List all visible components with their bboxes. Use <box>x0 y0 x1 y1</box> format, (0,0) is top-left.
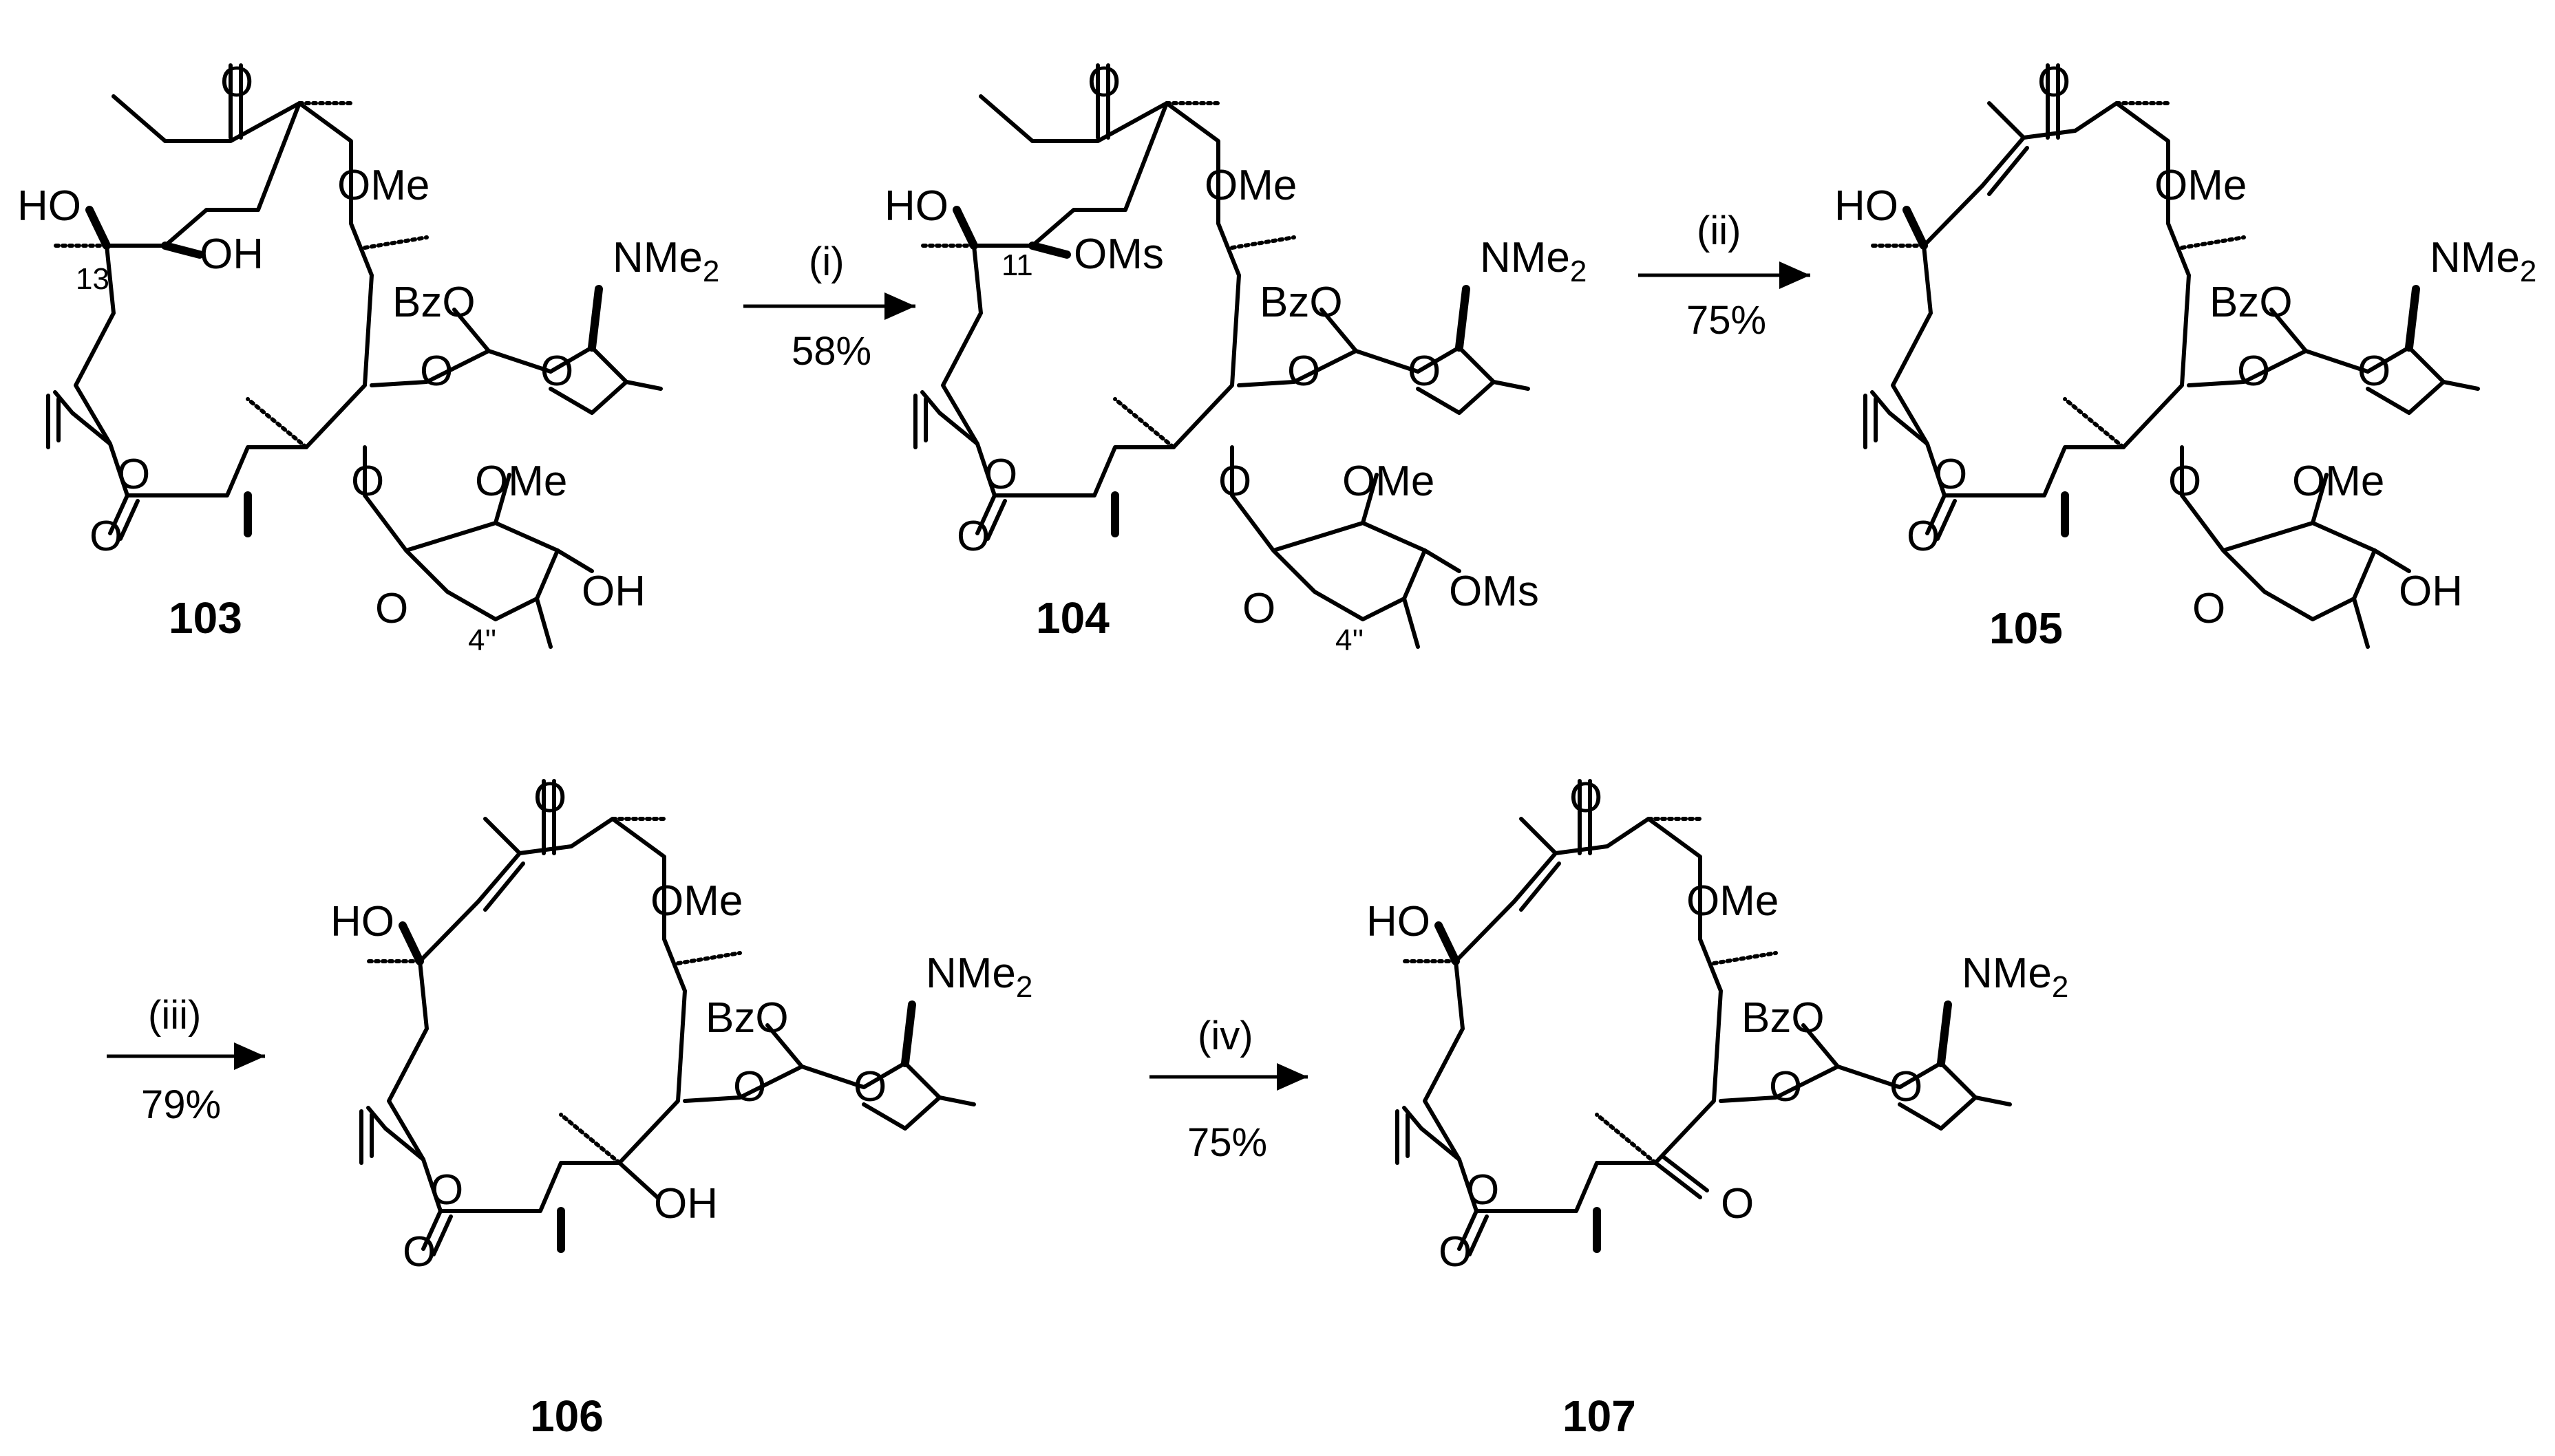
ring-o2-104: O <box>1242 585 1275 632</box>
yield-label-4: 75% <box>1187 1120 1267 1165</box>
arrow-step-3: (iii) 79% <box>107 993 265 1127</box>
carbonyl-o-105: O <box>1907 513 1940 560</box>
oh-label-105: OH <box>2399 568 2463 615</box>
labels-104: O HO OMs 11 OMe NMe2 BzO O O O O O OMe O… <box>884 58 1587 657</box>
ho-label-106: HO <box>330 898 394 945</box>
ring-o-104: O <box>1408 347 1441 395</box>
glycoside-o-106: O <box>733 1063 766 1111</box>
bzo-label-105: BzO <box>2209 279 2293 326</box>
c4pp-label-103: 4'' <box>468 623 496 657</box>
carbonyl-o-106: O <box>403 1228 436 1276</box>
yield-label-1: 58% <box>792 329 871 374</box>
carbonyl-o-107: O <box>1439 1228 1472 1276</box>
ether-o-104: O <box>1218 458 1251 505</box>
labels-107: O HO OMe NMe2 BzO O O O O O 107 <box>1366 774 2068 1441</box>
compound-label-105: 105 <box>1989 603 2063 653</box>
molecule-107 <box>1395 779 2012 1256</box>
lactone-o-104: O <box>984 451 1017 498</box>
yield-label-2: 75% <box>1686 298 1766 343</box>
ketone2-o-107: O <box>1721 1180 1754 1228</box>
arrow-step-4: (iv) 75% <box>1149 1014 1308 1165</box>
ketone-o-106: O <box>533 774 566 822</box>
ether-o-103: O <box>351 458 384 505</box>
c4pp-label-104: 4'' <box>1335 623 1364 657</box>
nme2-label-107: NMe2 <box>1962 950 2068 1004</box>
glycoside-o-104: O <box>1287 347 1320 395</box>
arrow-step-1: (i) 58% <box>743 239 915 374</box>
ho-label-103: HO <box>17 182 81 230</box>
oh-label-106: OH <box>654 1180 718 1228</box>
c11-label-104: 11 <box>1001 248 1033 282</box>
nme2-label-103: NMe2 <box>613 234 719 288</box>
bzo-label-104: BzO <box>1260 279 1343 326</box>
yield-label-3: 79% <box>141 1082 221 1127</box>
ome-label-105: OMe <box>2154 162 2247 209</box>
arrow-step-2: (ii) 75% <box>1638 208 1810 343</box>
reagent-label-1: (i) <box>809 239 845 284</box>
molecule-105 <box>1863 63 2480 649</box>
bzo-label-107: BzO <box>1741 994 1825 1042</box>
reagent-label-2: (ii) <box>1697 208 1741 253</box>
ring-o-107: O <box>1889 1063 1922 1111</box>
c13-label-103: 13 <box>76 262 109 296</box>
ketone-o-104: O <box>1088 58 1121 106</box>
nme2-label-105: NMe2 <box>2430 234 2536 288</box>
glycoside-o-103: O <box>420 347 453 395</box>
labels-105: O HO OMe NMe2 BzO O O O O O OMe OH O 105 <box>1834 58 2536 653</box>
oms-label-104: OMs <box>1074 231 1164 278</box>
ome-label-106: OMe <box>650 877 743 925</box>
nme2-label-104: NMe2 <box>1480 234 1587 288</box>
ring-o-106: O <box>854 1063 887 1111</box>
ether-o-105: O <box>2168 458 2201 505</box>
ring-o-103: O <box>540 347 573 395</box>
lactone-o-103: O <box>117 451 150 498</box>
reagent-label-3: (iii) <box>148 993 201 1038</box>
ring-o2-105: O <box>2192 585 2225 632</box>
nme2-label-106: NMe2 <box>926 950 1032 1004</box>
compound-label-103: 103 <box>169 593 242 643</box>
ring-o-105: O <box>2357 347 2390 395</box>
oh2-label-103: OH <box>582 568 646 615</box>
ketone-o-103: O <box>220 58 253 106</box>
molecule-106 <box>359 779 976 1256</box>
glycoside-o-107: O <box>1769 1063 1802 1111</box>
ome2-label-104: OMe <box>1342 458 1434 505</box>
compound-label-104: 104 <box>1036 593 1110 643</box>
lactone-o-106: O <box>430 1166 463 1214</box>
reagent-label-4: (iv) <box>1198 1014 1253 1058</box>
lactone-o-105: O <box>1934 451 1967 498</box>
ketone-o-107: O <box>1569 774 1602 822</box>
bzo-label-103: BzO <box>392 279 476 326</box>
compound-label-106: 106 <box>530 1391 604 1441</box>
ome-label-103: OMe <box>337 162 430 209</box>
ome2-label-105: OMe <box>2292 458 2384 505</box>
ring-o2-103: O <box>375 585 408 632</box>
oh-label-103: OH <box>200 231 264 278</box>
ome-label-104: OMe <box>1205 162 1297 209</box>
lactone-o-107: O <box>1466 1166 1499 1214</box>
compound-label-107: 107 <box>1562 1391 1636 1441</box>
ome2-label-103: OMe <box>475 458 567 505</box>
ho-label-107: HO <box>1366 898 1430 945</box>
carbonyl-o-104: O <box>957 513 990 560</box>
ho-label-105: HO <box>1834 182 1898 230</box>
labels-103: O HO OH 13 OMe NMe2 BzO O O O O O OMe OH… <box>17 58 719 657</box>
glycoside-o-105: O <box>2237 347 2270 395</box>
molecule-104 <box>913 63 1530 649</box>
ketone-o-105: O <box>2037 58 2070 106</box>
bzo-label-106: BzO <box>706 994 789 1042</box>
ome-label-107: OMe <box>1686 877 1779 925</box>
carbonyl-o-103: O <box>89 513 123 560</box>
molecule-103 <box>46 63 663 649</box>
oms2-label-104: OMs <box>1449 568 1539 615</box>
ho-label-104: HO <box>884 182 948 230</box>
labels-106: O HO OMe NMe2 BzO O O O O OH 106 <box>330 774 1032 1441</box>
